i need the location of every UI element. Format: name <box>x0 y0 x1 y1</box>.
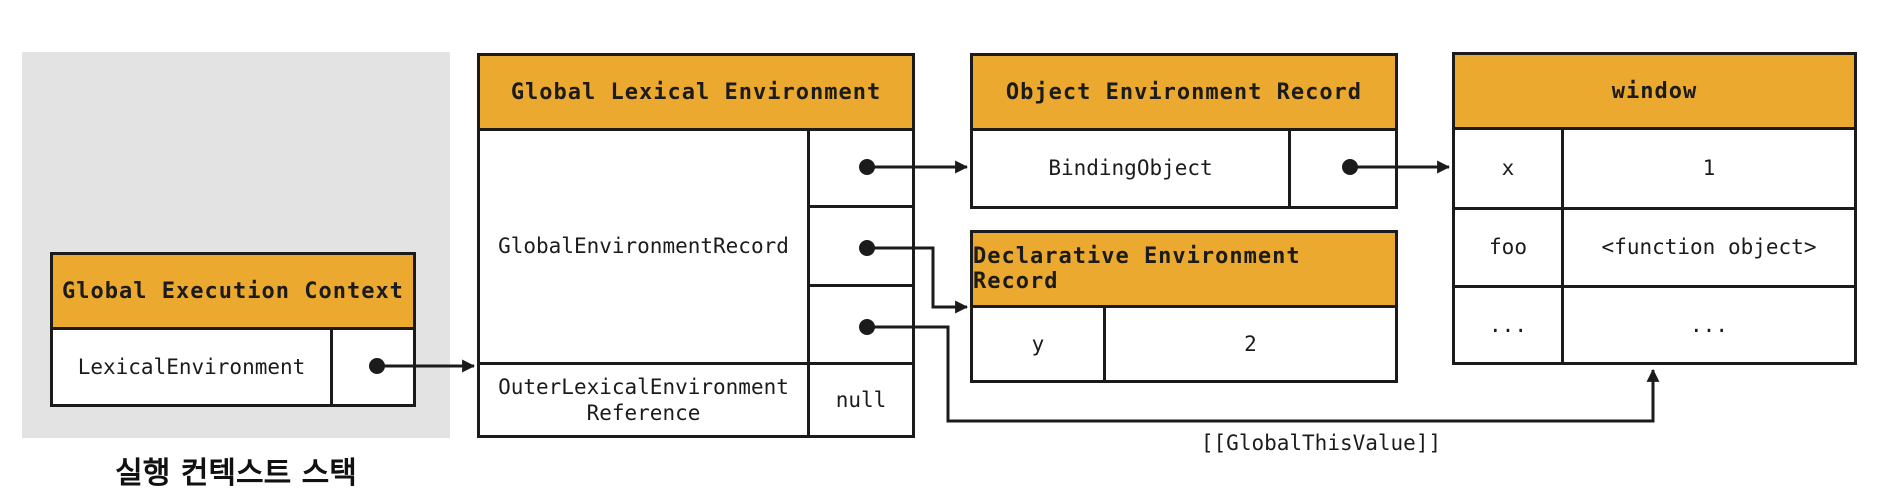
object-environment-record-box: Object Environment Record BindingObject <box>970 53 1398 209</box>
window-row-divider-2 <box>1455 285 1854 288</box>
global-environment-record-cell: GlobalEnvironmentRecord <box>498 234 789 259</box>
gle-pointer-cell-object-record <box>810 131 912 205</box>
global-this-value-label: [[GlobalThisValue]] <box>1200 431 1442 455</box>
global-lexical-environment-header: Global Lexical Environment <box>480 56 912 131</box>
oer-pointer-cell <box>1291 131 1395 206</box>
declarative-environment-record-box: Declarative Environment Record y 2 <box>970 230 1398 383</box>
der-value-cell: 2 <box>1244 331 1257 356</box>
window-key-cell-x: x <box>1501 156 1515 181</box>
window-object-header: window <box>1455 55 1854 130</box>
window-column-divider <box>1561 130 1564 362</box>
outer-reference-null-cell: null <box>835 387 887 412</box>
window-object-box: window x 1 foo <function object> ... ... <box>1452 52 1857 365</box>
window-value-cell-etc: ... <box>1690 312 1728 337</box>
gec-pointer-cell <box>333 330 413 404</box>
outer-lexical-environment-reference-cell: OuterLexicalEnvironment Reference <box>498 374 789 425</box>
object-environment-record-header: Object Environment Record <box>973 56 1395 131</box>
der-key-cell: y <box>1031 331 1045 356</box>
gle-pointer-cell-divider-1 <box>807 205 912 208</box>
lexical-environment-cell: LexicalEnvironment <box>77 354 306 379</box>
stack-caption: 실행 컨텍스트 스택 <box>115 456 357 491</box>
window-row-divider-1 <box>1455 207 1854 210</box>
gec-cell-divider <box>330 330 333 404</box>
global-lexical-environment-box: Global Lexical Environment GlobalEnviron… <box>477 53 915 438</box>
binding-object-cell: BindingObject <box>1048 156 1213 181</box>
window-value-cell-foo: <function object> <box>1601 235 1817 260</box>
window-key-cell-etc: ... <box>1489 312 1527 337</box>
global-execution-context-box: Global Execution Context LexicalEnvironm… <box>50 252 416 407</box>
gle-pointer-cell-global-this <box>810 287 912 362</box>
window-value-cell-x: 1 <box>1702 156 1716 181</box>
gle-outer-ref-divider <box>480 362 912 365</box>
declarative-environment-record-header: Declarative Environment Record <box>973 233 1395 308</box>
gle-column-divider <box>807 131 810 435</box>
window-key-cell-foo: foo <box>1489 235 1527 260</box>
gle-pointer-cell-divider-2 <box>807 284 912 287</box>
oer-cell-divider <box>1288 131 1291 206</box>
global-execution-context-header: Global Execution Context <box>53 255 413 330</box>
gle-pointer-cell-declarative-record <box>810 208 912 284</box>
